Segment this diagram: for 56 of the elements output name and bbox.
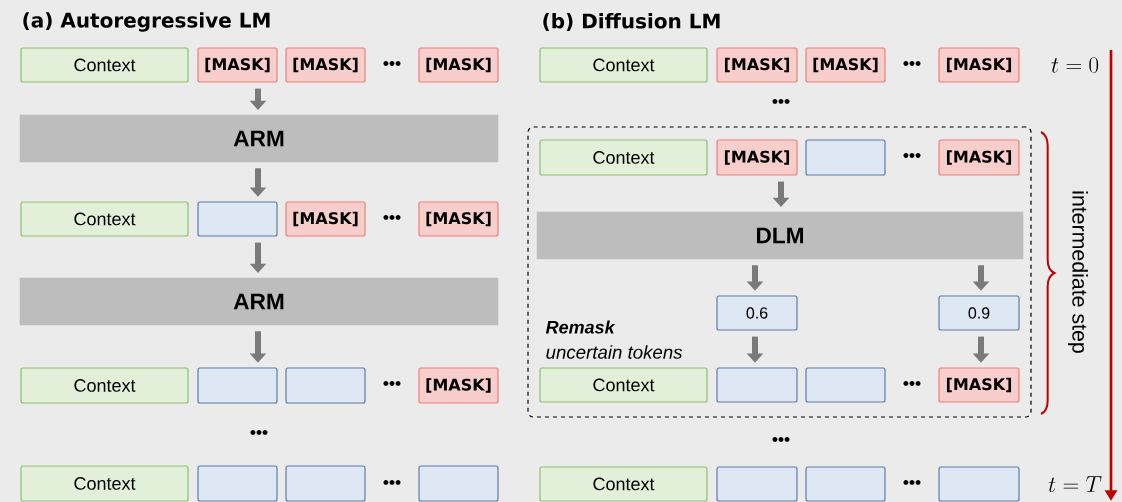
token-box xyxy=(716,367,798,403)
mask-box: [MASK] xyxy=(805,47,886,83)
ellipsis: ••• xyxy=(383,380,401,386)
mask-box: [MASK] xyxy=(285,201,366,237)
ellipsis: ••• xyxy=(903,380,921,386)
token-box xyxy=(197,367,278,404)
score-box: 0.6 xyxy=(716,295,798,331)
context-box: Context xyxy=(20,465,189,502)
context-box: Context xyxy=(20,367,189,404)
token-box xyxy=(805,139,886,176)
mask-box: [MASK] xyxy=(418,201,499,237)
ellipsis: ••• xyxy=(772,98,790,104)
token-box xyxy=(197,201,278,237)
model-block: ARM xyxy=(19,114,499,163)
context-box: Context xyxy=(539,139,708,176)
mask-box: [MASK] xyxy=(938,47,1020,83)
model-block: ARM xyxy=(19,277,499,326)
remask-note: uncertain tokens xyxy=(546,345,683,359)
step-label: intermediate step xyxy=(1068,191,1088,353)
remask-label: Remask xyxy=(545,320,616,334)
context-box: Context xyxy=(20,201,189,237)
mask-box: [MASK] xyxy=(418,367,499,404)
token-box xyxy=(716,466,798,502)
token-box xyxy=(805,466,886,502)
context-box: Context xyxy=(539,466,708,502)
ellipsis: ••• xyxy=(383,479,401,485)
context-box: Context xyxy=(20,47,189,83)
context-box: Context xyxy=(539,47,708,83)
ellipsis: ••• xyxy=(250,429,268,435)
mask-box: [MASK] xyxy=(938,139,1020,176)
token-box xyxy=(418,465,499,502)
time-label: $t = 0$ xyxy=(1051,57,1099,73)
ellipsis: ••• xyxy=(903,479,921,485)
ellipsis: ••• xyxy=(383,60,401,66)
mask-box: [MASK] xyxy=(938,367,1020,403)
token-box xyxy=(938,466,1020,502)
token-box xyxy=(197,465,278,502)
mask-box: [MASK] xyxy=(716,139,798,176)
panel-title: (a) Autoregressive LM xyxy=(23,12,270,32)
mask-box: [MASK] xyxy=(716,47,798,83)
mask-box: [MASK] xyxy=(285,47,366,83)
dashed-frame xyxy=(527,126,1032,418)
context-box: Context xyxy=(539,367,708,403)
time-label: $t = T$ xyxy=(1048,476,1102,493)
ellipsis: ••• xyxy=(903,60,921,66)
token-box xyxy=(805,367,886,403)
model-block: DLM xyxy=(536,211,1024,260)
token-box xyxy=(285,367,366,404)
panel-title: (b) Diffusion LM xyxy=(543,13,720,31)
token-box xyxy=(285,465,366,502)
ellipsis: ••• xyxy=(772,436,790,442)
score-box: 0.9 xyxy=(938,295,1020,331)
mask-box: [MASK] xyxy=(418,47,499,83)
ellipsis: ••• xyxy=(903,152,921,158)
mask-box: [MASK] xyxy=(197,47,278,83)
ellipsis: ••• xyxy=(383,214,401,220)
